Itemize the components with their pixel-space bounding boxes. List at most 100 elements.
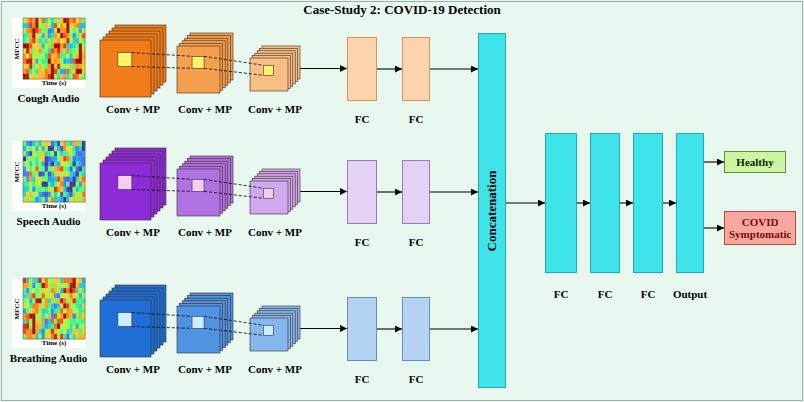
- spectrogram-cell: [51, 314, 54, 319]
- spectrogram-cell: [60, 314, 63, 319]
- spectrogram-cell: [48, 303, 51, 308]
- spectrogram-cell: [66, 197, 69, 202]
- spectrogram-cell: [63, 54, 66, 59]
- spectrogram-cell: [51, 59, 54, 64]
- spectrogram-cell: [42, 288, 45, 293]
- spectrogram-cell: [57, 334, 60, 339]
- spectrogram-cell: [54, 334, 57, 339]
- spectrogram-cell: [51, 329, 54, 334]
- spectrogram-cell: [57, 43, 60, 48]
- spectrogram-cell: [42, 187, 45, 192]
- spectrogram-cell: [35, 288, 38, 293]
- spectrogram-cell: [73, 43, 76, 48]
- spectrogram-cell: [63, 33, 66, 38]
- spectrogram-cell: [45, 69, 48, 74]
- fc-layer: Output: [676, 133, 704, 273]
- spectrogram-cell: [32, 278, 35, 283]
- spectrogram-cell: [60, 38, 63, 43]
- spectrogram-cell: [32, 146, 35, 151]
- layer-label: Conv + MP: [248, 363, 302, 375]
- spectrogram-cell: [73, 177, 76, 182]
- spectrogram-cell: [39, 166, 42, 171]
- spectrogram-cell: [39, 187, 42, 192]
- spectrogram-cell: [29, 172, 32, 177]
- spectrogram-cell: [79, 314, 82, 319]
- kernel-square: [263, 188, 273, 198]
- spectrogram-cell: [79, 141, 82, 146]
- spectrogram-cell: [79, 324, 82, 329]
- fc-layer: FC: [590, 133, 620, 273]
- spectrogram-cell: [60, 74, 63, 79]
- spectrogram-cell: [39, 146, 42, 151]
- layer-label: Breathing Audio: [10, 352, 88, 364]
- spectrogram-cell: [42, 33, 45, 38]
- spectrogram-cell: [66, 18, 69, 23]
- spectrogram-cell: [70, 192, 73, 197]
- spectrogram-cell: [48, 161, 51, 166]
- spectrogram-cell: [63, 38, 66, 43]
- layer-label: Output: [673, 288, 707, 300]
- spectrogram-cell: [32, 303, 35, 308]
- spectrogram-cell: [54, 28, 57, 33]
- spectrogram-cell: [70, 43, 73, 48]
- spectrogram-cell: [73, 298, 76, 303]
- spectrogram-cell: [79, 161, 82, 166]
- spectrogram-cell: [54, 329, 57, 334]
- spectrogram-cell: [70, 156, 73, 161]
- spectrogram-cell: [51, 288, 54, 293]
- spectrogram-cell: [57, 319, 60, 324]
- spectrogram-cell: [57, 59, 60, 64]
- spectrogram-cell: [57, 298, 60, 303]
- spectrogram-cell: [73, 172, 76, 177]
- spectrogram-cell: [63, 74, 66, 79]
- spectrogram-cell: [66, 293, 69, 298]
- spectrogram-cell: [76, 69, 79, 74]
- spectrogram-cell: [54, 177, 57, 182]
- fc-layer: FC: [402, 37, 430, 101]
- spectrogram-cell: [79, 43, 82, 48]
- conv-stack: [177, 293, 233, 353]
- spectrogram-cell: [29, 59, 32, 64]
- conv-block: Conv + MP: [177, 293, 233, 353]
- spectrogram-cell: [51, 177, 54, 182]
- spectrogram-cell: [32, 309, 35, 314]
- spectrogram-cell: [54, 54, 57, 59]
- spectrogram-cell: [42, 324, 45, 329]
- spectrogram-cell: [48, 329, 51, 334]
- spectrogram-cell: [57, 293, 60, 298]
- spectrogram-cell: [51, 23, 54, 28]
- spectrogram-cell: [76, 329, 79, 334]
- spectrogram-cell: [57, 177, 60, 182]
- spectrogram-cell: [60, 319, 63, 324]
- spectrogram-cell: [57, 288, 60, 293]
- spectrogram-cell: [73, 59, 76, 64]
- spectrogram-cell: [45, 324, 48, 329]
- spectrogram-cell: [23, 314, 26, 319]
- spectrogram-cell: [70, 197, 73, 202]
- spectrogram-cell: [51, 303, 54, 308]
- arrow-connector: [577, 202, 590, 203]
- spectrogram-cell: [73, 187, 76, 192]
- spectrogram-cell: [42, 156, 45, 161]
- spectrogram-cell: [23, 74, 26, 79]
- spectrogram-cell: [66, 166, 69, 171]
- spectrogram-cell: [63, 324, 66, 329]
- spectrogram-cell: [45, 18, 48, 23]
- spectrogram-cell: [57, 166, 60, 171]
- spectrogram-cell: [54, 298, 57, 303]
- spectrogram-cell: [42, 182, 45, 187]
- spectrogram-cell: [35, 54, 38, 59]
- spectrogram-cell: [39, 64, 42, 69]
- spectrogram-cell: [79, 309, 82, 314]
- feature-map: [100, 300, 151, 357]
- spectrogram-cell: [45, 172, 48, 177]
- feature-map: [177, 306, 220, 353]
- spectrogram-cell: [48, 172, 51, 177]
- layer-label: Conv + MP: [248, 226, 302, 238]
- spectrogram-cell: [35, 74, 38, 79]
- spectrogram-cell: [63, 146, 66, 151]
- spectrogram-cell: [35, 161, 38, 166]
- spectrogram-cell: [70, 38, 73, 43]
- feature-map: [177, 46, 220, 93]
- spectrogram-cell: [66, 329, 69, 334]
